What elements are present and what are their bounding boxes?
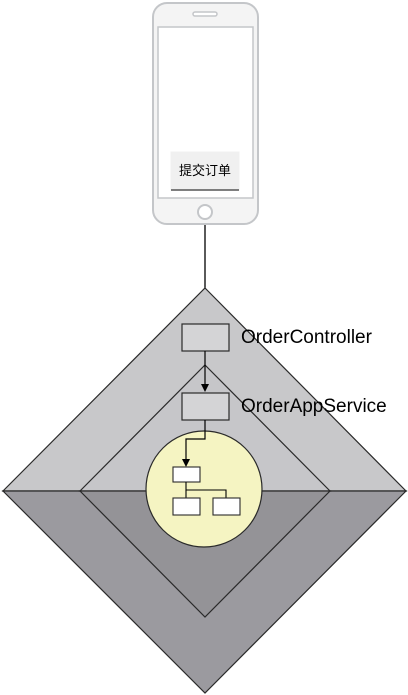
service-to-domain-arrowhead <box>182 459 190 467</box>
submit-order-button[interactable]: 提交订单 <box>170 151 240 191</box>
domain-child-node-left <box>172 497 201 516</box>
domain-root-node <box>172 466 201 483</box>
phone-device <box>152 2 259 225</box>
phone-speaker <box>192 11 218 17</box>
order-app-service-label: OrderAppService <box>241 396 387 417</box>
domain-tree-branch <box>185 482 227 498</box>
service-to-domain-connector <box>185 420 206 459</box>
order-controller-box <box>181 323 230 352</box>
controller-to-service-arrowhead <box>201 384 209 392</box>
domain-core-circle <box>145 430 263 548</box>
order-controller-label: OrderController <box>241 327 373 348</box>
submit-order-button-label[interactable]: 提交订单 <box>179 163 231 178</box>
domain-child-node-right <box>212 497 241 516</box>
submit-order-button-bg[interactable] <box>170 151 240 191</box>
order-app-service-box <box>181 392 230 421</box>
phone-home-button <box>197 204 213 220</box>
